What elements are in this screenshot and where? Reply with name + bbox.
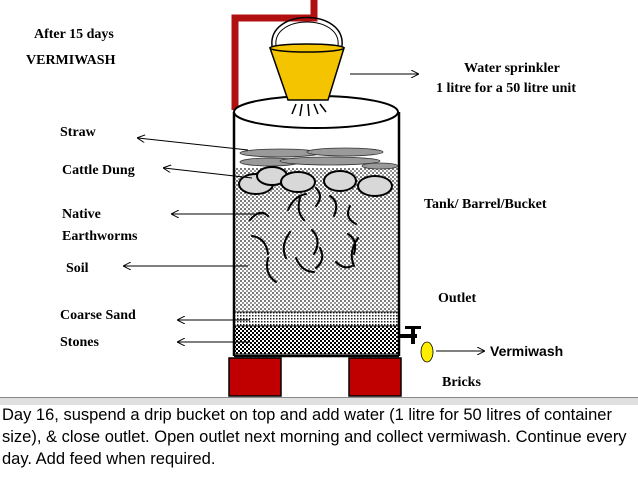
stones-label: Stones <box>60 335 99 350</box>
vermiwash-drop <box>420 341 434 363</box>
coarse-sand-layer <box>233 311 400 327</box>
tank-label: Tank/ Barrel/Bucket <box>424 197 547 212</box>
cattle-dung-layer <box>238 166 393 197</box>
outlet-tap <box>399 326 434 363</box>
cattle-dung-label: Cattle Dung <box>62 163 135 178</box>
brick-right <box>348 357 402 397</box>
straw-layer <box>239 147 399 170</box>
caption-divider <box>0 397 638 405</box>
sprinkler-label: Water sprinkler <box>464 61 560 76</box>
tank <box>232 95 401 358</box>
coarse-sand-label: Coarse Sand <box>60 308 136 323</box>
header-days: After 15 days <box>34 27 114 42</box>
earthworms <box>249 187 359 283</box>
vermiwash-label: Vermiwash <box>490 343 564 359</box>
bricks-label: Bricks <box>442 375 481 390</box>
instruction-caption: Day 16, suspend a drip bucket on top and… <box>2 406 627 468</box>
earthworms-label-line2: Earthworms <box>62 229 138 244</box>
stones-layer <box>233 325 400 355</box>
outlet-label: Outlet <box>438 291 477 306</box>
pointer-arrows <box>124 74 484 351</box>
water-pipe <box>231 0 318 110</box>
straw-label: Straw <box>60 125 96 140</box>
soil-label: Soil <box>66 261 89 276</box>
header-title: VERMIWASH <box>26 53 116 68</box>
sprinkler-rate-label: 1 litre for a 50 litre unit <box>436 81 576 96</box>
drip-bucket <box>268 16 346 117</box>
brick-left <box>228 357 282 397</box>
tank-top <box>233 95 399 129</box>
earthworms-label-line1: Native <box>62 207 101 222</box>
